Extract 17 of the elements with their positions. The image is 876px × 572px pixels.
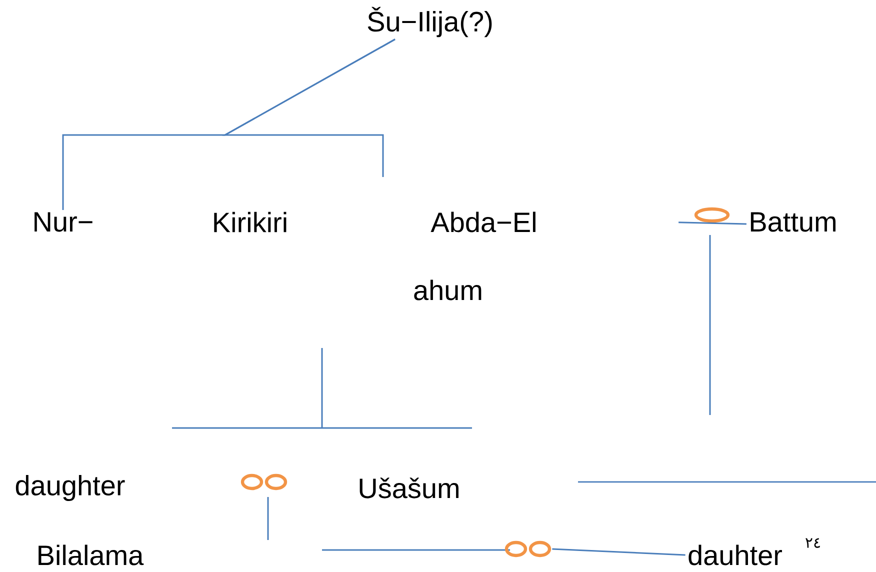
name-text: Šu−Ilija(?) (368, 6, 492, 38)
name-text: Ušašum (360, 478, 458, 498)
connector-line (222, 38, 396, 177)
connector-line (678, 222, 746, 225)
ring-symbol (694, 207, 730, 223)
footnote-mark: ٢٤ (806, 538, 820, 548)
name-text: Battum (750, 212, 836, 232)
name-text: daughter (16, 474, 125, 502)
name-text: Nur− (34, 212, 92, 232)
name-text: Bilalama (38, 544, 144, 566)
name-text: dauhter (688, 544, 782, 566)
rings-symbol (504, 540, 552, 558)
name-text: ahum (414, 280, 482, 300)
connector-line (552, 548, 686, 556)
rings-symbol (240, 474, 288, 490)
name-text: Abda−El (430, 212, 536, 232)
name-text: Kirikiri (214, 212, 286, 232)
